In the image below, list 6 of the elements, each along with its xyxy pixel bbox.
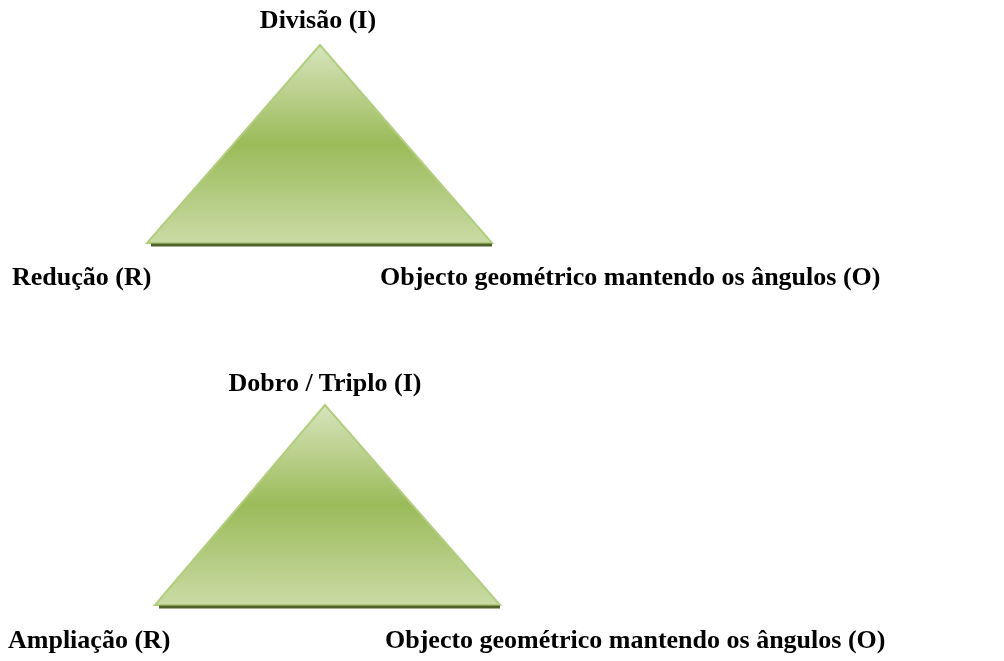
vertex-label: Divisão (I): [259, 5, 377, 35]
vertex-label: Objecto geométrico mantendo os ângulos (O): [385, 625, 886, 655]
vertex-label: Objecto geométrico mantendo os ângulos (O): [380, 262, 881, 292]
vertex-label: Dobro / Triplo (I): [228, 368, 422, 398]
vertex-label: Ampliação (R): [8, 625, 171, 655]
vertex-label: Redução (R): [12, 262, 152, 292]
